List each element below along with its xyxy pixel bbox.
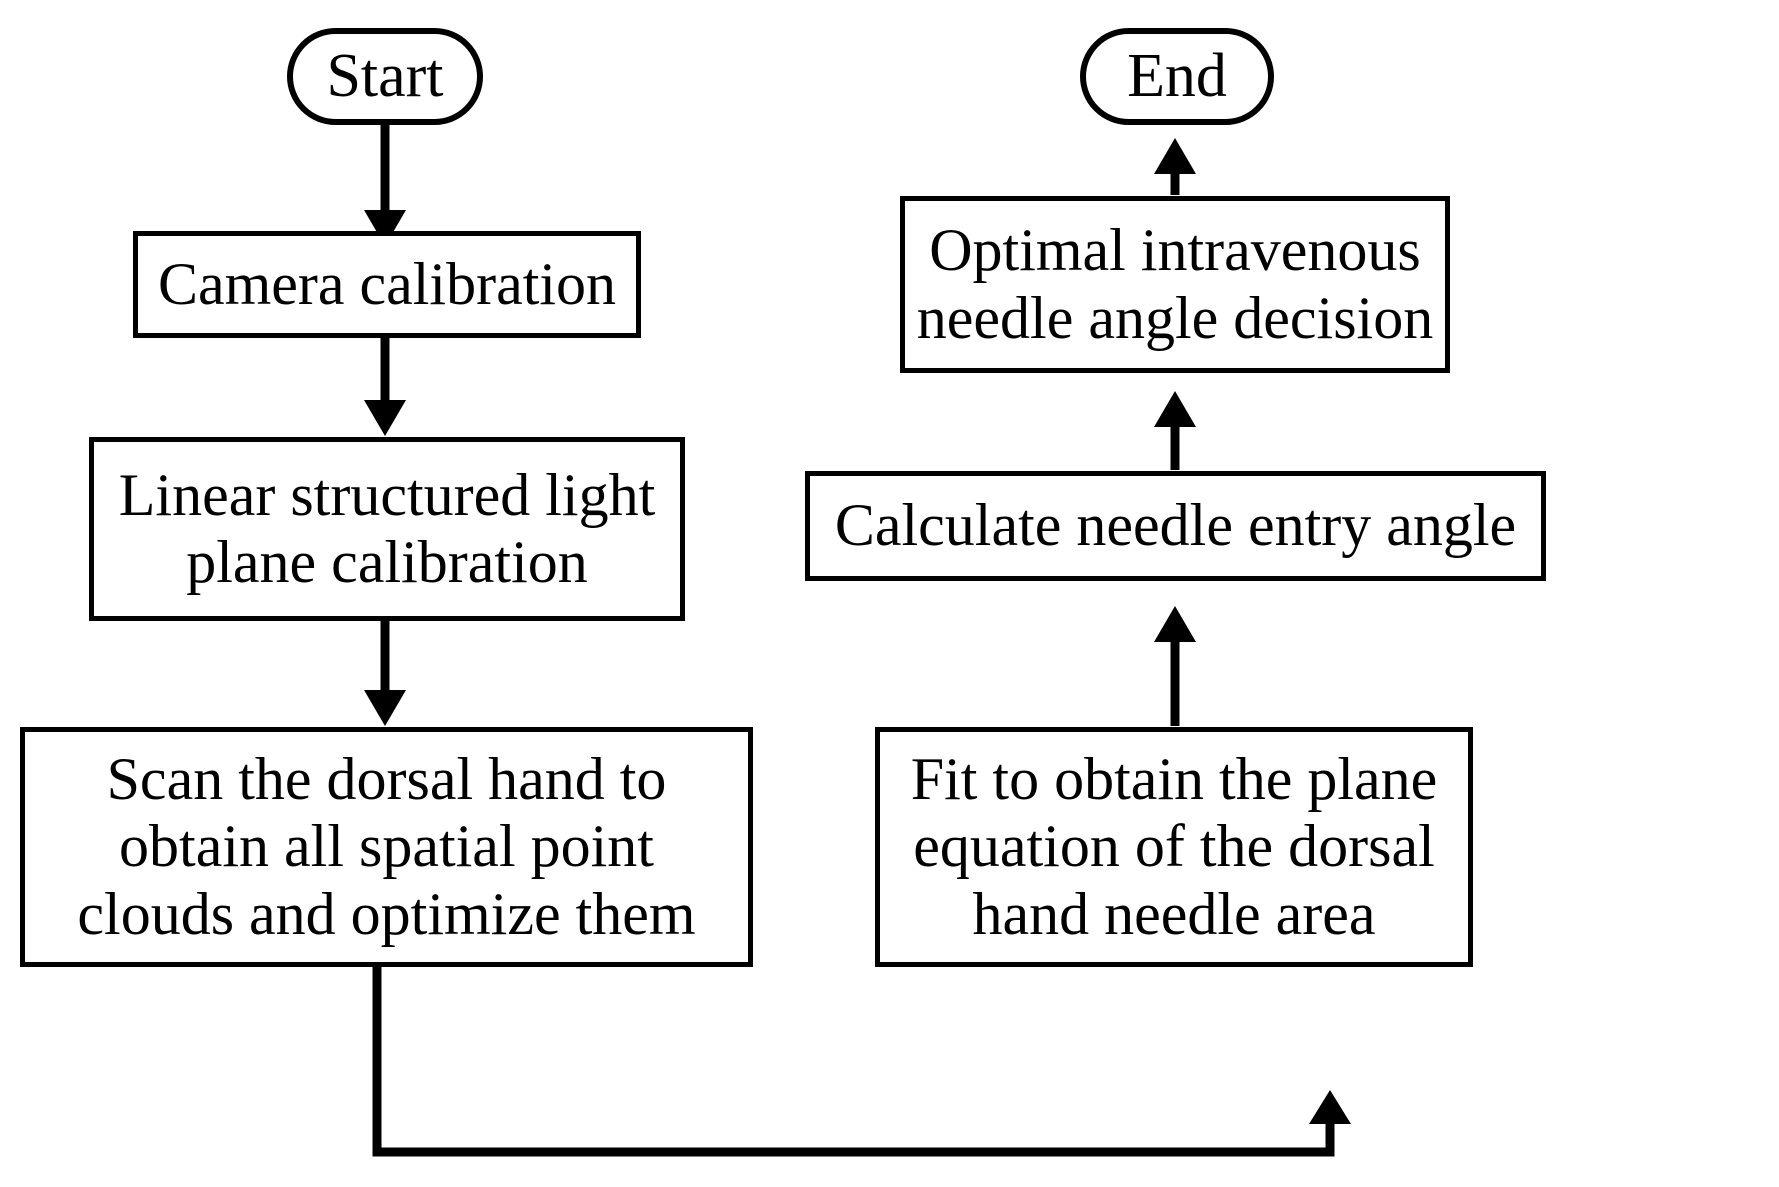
node-start[interactable]: Start — [287, 28, 483, 125]
node-linear-plane-calibration[interactable]: Linear structured light plane calibratio… — [89, 437, 685, 621]
node-scan-dorsal-hand[interactable]: Scan the dorsal hand to obtain all spati… — [20, 727, 753, 967]
node-scan-dorsal-hand-label: Scan the dorsal hand to obtain all spati… — [77, 746, 696, 947]
edge-linear-plane-to-scan-dorsal-hand — [364, 621, 406, 726]
node-camera-calibration[interactable]: Camera calibration — [133, 231, 641, 338]
node-calculate-entry-angle[interactable]: Calculate needle entry angle — [805, 471, 1546, 581]
edge-camera-calibration-to-linear-plane — [364, 338, 406, 436]
node-start-label: Start — [326, 41, 444, 110]
node-fit-plane-equation-label: Fit to obtain the plane equation of the … — [910, 746, 1438, 947]
node-optimal-needle-angle-label: Optimal intravenous needle angle decisio… — [916, 217, 1434, 351]
node-camera-calibration-label: Camera calibration — [157, 250, 617, 317]
node-end[interactable]: End — [1080, 28, 1274, 125]
node-fit-plane-equation[interactable]: Fit to obtain the plane equation of the … — [875, 727, 1473, 967]
edge-fit-plane-to-calculate-entry-angle — [1154, 606, 1196, 726]
node-end-label: End — [1127, 41, 1227, 110]
node-calculate-entry-angle-label: Calculate needle entry angle — [834, 492, 1517, 559]
edge-start-to-camera-calibration — [364, 125, 406, 246]
edge-scan-dorsal-hand-to-fit-plane — [372, 967, 1351, 1157]
node-linear-plane-calibration-label: Linear structured light plane calibratio… — [118, 461, 656, 595]
edge-optimal-angle-to-end — [1154, 138, 1196, 195]
node-optimal-needle-angle[interactable]: Optimal intravenous needle angle decisio… — [900, 196, 1450, 373]
edge-calculate-entry-angle-to-optimal-angle — [1154, 391, 1196, 470]
